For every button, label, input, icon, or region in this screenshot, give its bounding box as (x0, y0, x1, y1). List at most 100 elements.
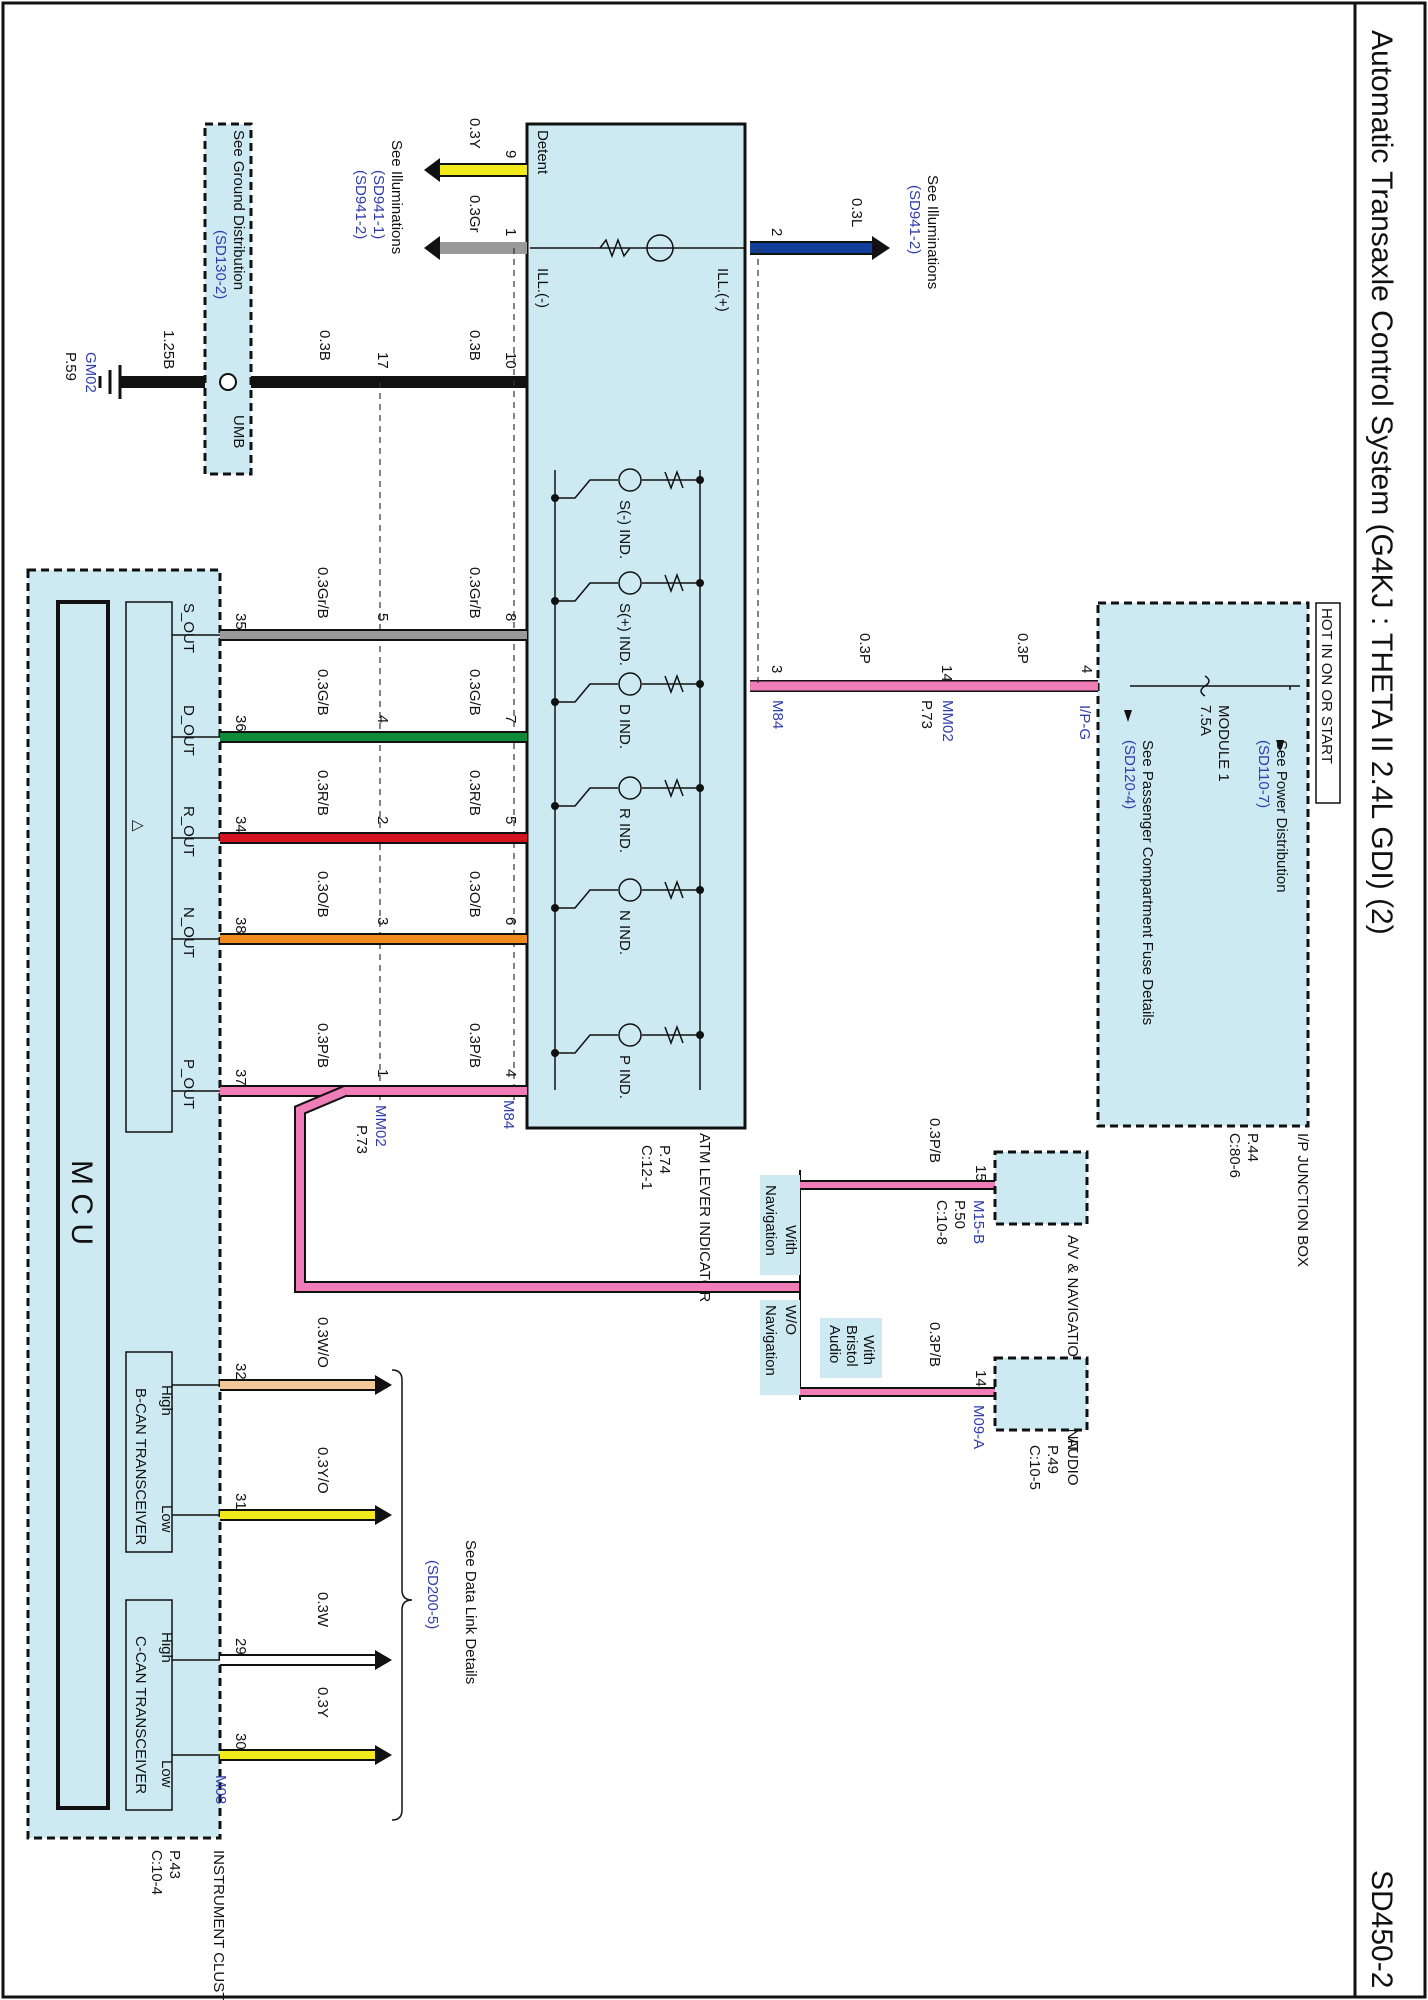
indicator-transistor (555, 683, 618, 703)
av-wire-label: 0.3P/B (926, 1118, 943, 1163)
indicator-bus-node (696, 680, 704, 688)
illum-arrow-icon (872, 236, 890, 260)
indicator-bus-node (696, 784, 704, 792)
indicator-node (551, 904, 559, 912)
yellow-arrow-icon (424, 158, 440, 182)
ground-dist-box (203, 122, 253, 476)
indicator-resistor-icon (664, 469, 684, 491)
indicator-resistor-icon (664, 879, 684, 901)
jb-code: C:80-6 (1226, 1133, 1243, 1178)
can-arrow-icon (375, 1505, 392, 1525)
indicator-label: D IND. (616, 704, 633, 749)
lever-wire-label: 0.3O/B (466, 871, 483, 918)
indicator-label: S(-) IND. (616, 500, 633, 559)
can-pin: 30 (232, 1733, 249, 1750)
lever-name: ATM LEVER INDICATOR (696, 1133, 713, 1302)
fuse-icon (1200, 675, 1210, 697)
lever-pin: 7 (502, 715, 519, 723)
bcan-low: Low (158, 1505, 175, 1533)
mid-pin: 4 (374, 715, 391, 723)
can-pin: 29 (232, 1638, 249, 1655)
pin-10: 10 (502, 352, 519, 369)
ill-lamp-icon (646, 234, 674, 262)
indicator-resistor-icon (664, 572, 684, 594)
mm02-top-conn: MM02 (939, 700, 956, 742)
ccan-high: High (158, 1632, 175, 1663)
umb-label: UMB (230, 415, 247, 448)
illum-wire: 0.3L (848, 198, 865, 227)
ground-ref-link: (SD130-2) (212, 230, 229, 299)
jb-pin: 4 (1078, 665, 1095, 673)
wo-nav-tag (760, 1300, 800, 1395)
indicator-node (551, 1049, 559, 1057)
ground-page: P.59 (62, 352, 79, 381)
bcan-high: High (158, 1385, 175, 1416)
illum-pin: 2 (768, 228, 785, 236)
data-link-brace (391, 1369, 413, 1821)
cluster-name: INSTRUMENT CLUSTER (210, 1850, 227, 2000)
power-ref-link: (SD110-7) (1255, 740, 1272, 808)
mcu-block (56, 600, 110, 1810)
can-wire-label: 0.3W (314, 1592, 331, 1628)
wire-10: 0.3B (466, 330, 483, 361)
illum-ref-top-link: (SD941-2) (906, 185, 923, 254)
signal-wire-label: 0.3Gr/B (314, 567, 331, 619)
pin-17: 17 (374, 352, 391, 369)
ccan-name: C-CAN TRANSCEIVER (132, 1636, 149, 1794)
signal-name-n_out: N_OUT (180, 907, 197, 958)
mcu-pin: 34 (232, 816, 249, 833)
with-nav-label-2: Navigation (762, 1185, 779, 1256)
indicator-group: S(-) IND.S(+) IND.D IND.R IND.N IND.P IN… (551, 468, 704, 1099)
audio-unit-box (993, 1356, 1089, 1432)
indicator-led-icon (618, 571, 642, 595)
signal-name-r_out: R_OUT (180, 806, 197, 857)
av-page: P.50 (951, 1200, 968, 1229)
audio-wire-label: 0.3P/B (926, 1322, 943, 1367)
audio-code: C:10-5 (1026, 1445, 1043, 1490)
bristol-label-3: Audio (826, 1325, 843, 1363)
data-link-ref: See Data Link Details (462, 1540, 479, 1684)
mm02-bottom-conn: MM02 (372, 1105, 389, 1147)
lever-pin-3: 3 (768, 665, 785, 673)
mid-pin: 5 (374, 613, 391, 621)
indicator-transistor (555, 479, 618, 499)
indicator-label: R IND. (616, 808, 633, 853)
can-arrow-icon (375, 1745, 392, 1765)
indicator-bus-node (696, 1031, 704, 1039)
audio-pin: 14 (972, 1370, 989, 1387)
indicator-led-icon (618, 672, 642, 696)
with-nav-tag (760, 1175, 800, 1275)
bristol-tag (820, 1318, 882, 1378)
hot-label-box (1315, 602, 1341, 804)
mcu-pin: 36 (232, 715, 249, 732)
av-connector: M15-B (970, 1200, 987, 1244)
indicator-label: N IND. (616, 910, 633, 955)
mcu-label: M C U (65, 1160, 98, 1245)
bcan-block (125, 1351, 173, 1553)
signal-name-s_out: S_OUT (180, 603, 197, 653)
indicator-resistor-icon (664, 777, 684, 799)
can-arrow-icon (375, 1650, 392, 1670)
indicator-transistor (555, 787, 618, 807)
cluster-code: C:10-4 (148, 1850, 165, 1895)
signal-wire-label: 0.3P/B (314, 1023, 331, 1068)
ccan-block (125, 1599, 173, 1811)
can-pin: 31 (232, 1493, 249, 1510)
lever-wire-label: 0.3Gr/B (466, 567, 483, 619)
indicator-led-icon (618, 776, 642, 800)
fuse-arrow-icon (1124, 710, 1132, 722)
signal-wire-label: 0.3R/B (314, 770, 331, 816)
can-pin: 32 (232, 1363, 249, 1380)
lever-page: P.74 (656, 1145, 673, 1174)
signal-name-p_out: P_OUT (180, 1059, 197, 1109)
page-id: SD450-2 (1365, 1870, 1398, 1988)
detent-label: Detent (534, 130, 551, 175)
fuse-rating: 7.5A (1197, 705, 1214, 736)
can-arrow-icon (375, 1375, 392, 1395)
mcu-pin: 37 (232, 1069, 249, 1086)
illum-ref-left-link1: (SD941-1) (370, 170, 387, 239)
signal-out-block (125, 601, 173, 1133)
indicator-bus-node (696, 886, 704, 894)
